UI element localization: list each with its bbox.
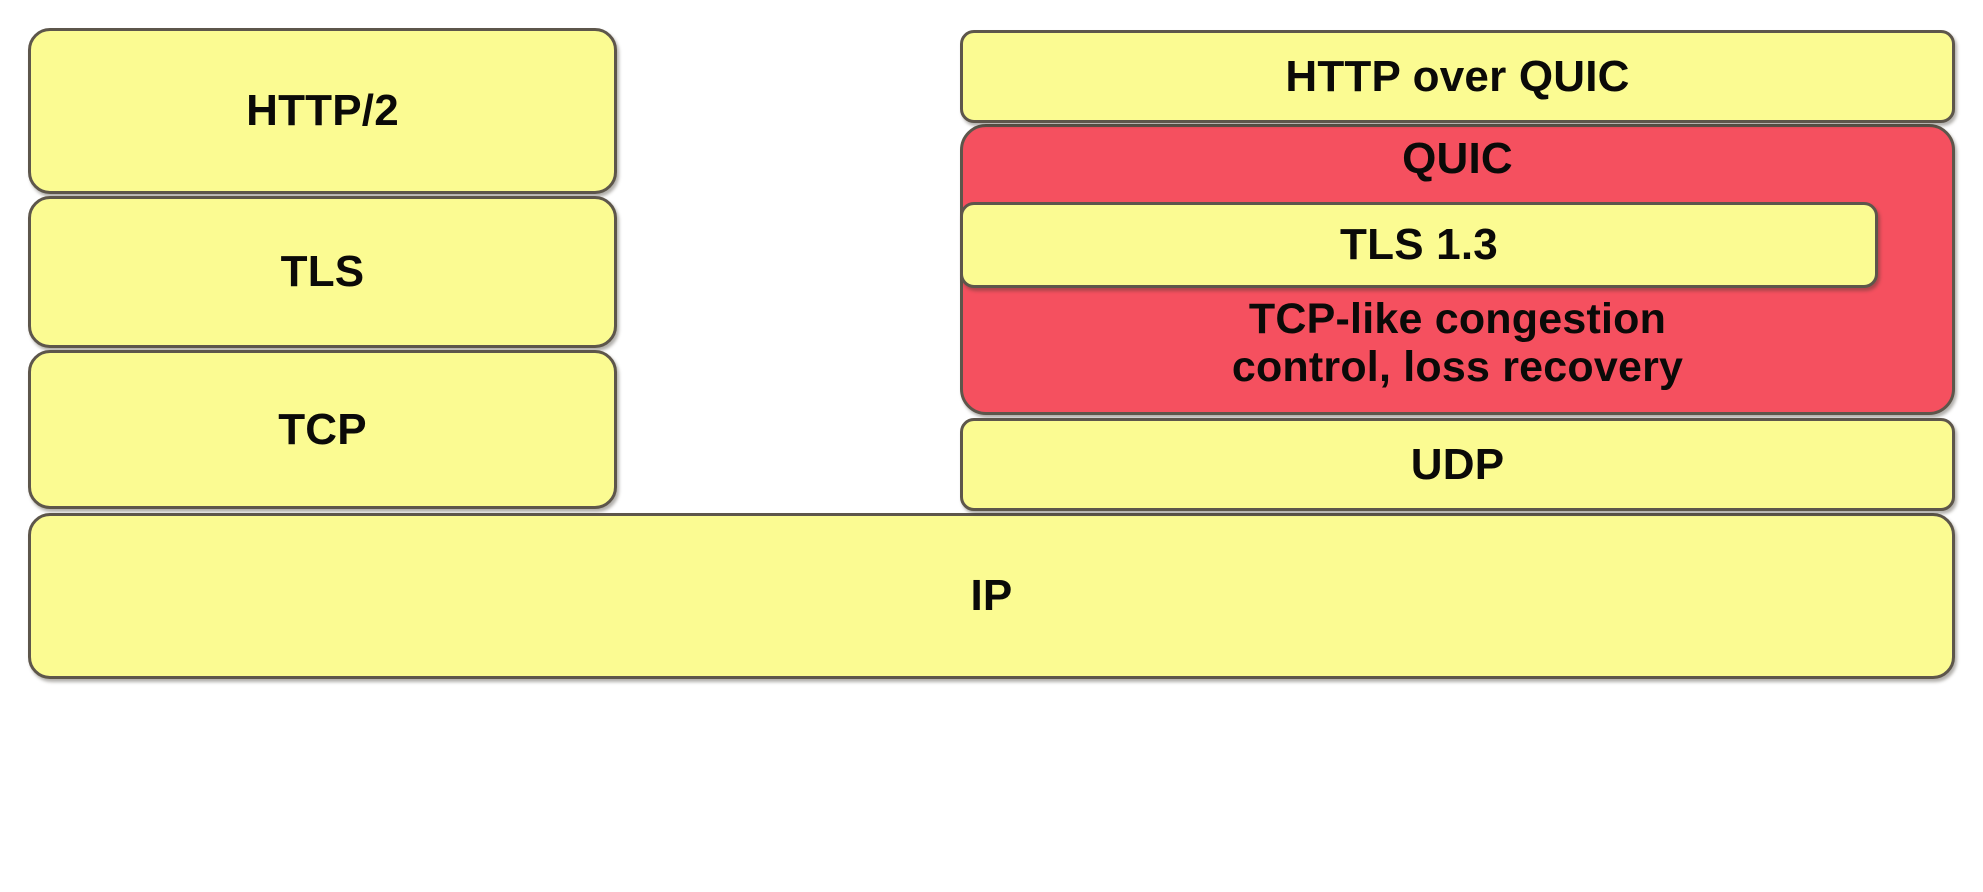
layer-label-tls13: TLS 1.3	[1340, 220, 1498, 270]
layer-box-udp[interactable]: UDP	[960, 418, 1955, 511]
layer-box-tls13[interactable]: TLS 1.3	[960, 202, 1878, 288]
layer-box-http2[interactable]: HTTP/2	[28, 28, 617, 194]
layer-label-quic: QUIC	[1402, 134, 1513, 183]
layer-label-http2: HTTP/2	[246, 86, 399, 136]
layer-box-tcp[interactable]: TCP	[28, 350, 617, 509]
layer-label-http-over-quic: HTTP over QUIC	[1285, 51, 1630, 101]
layer-label-quic-congestion-control: TCP-like congestion control, loss recove…	[1231, 295, 1684, 392]
layer-label-udp: UDP	[1410, 439, 1505, 489]
layer-label-tls: TLS	[280, 247, 365, 297]
layer-box-ip[interactable]: IP	[28, 513, 1955, 679]
layer-label-ip: IP	[970, 571, 1013, 621]
layer-box-tls[interactable]: TLS	[28, 196, 617, 348]
layer-box-http-over-quic[interactable]: HTTP over QUIC	[960, 30, 1955, 123]
layer-label-tcp: TCP	[278, 404, 367, 454]
